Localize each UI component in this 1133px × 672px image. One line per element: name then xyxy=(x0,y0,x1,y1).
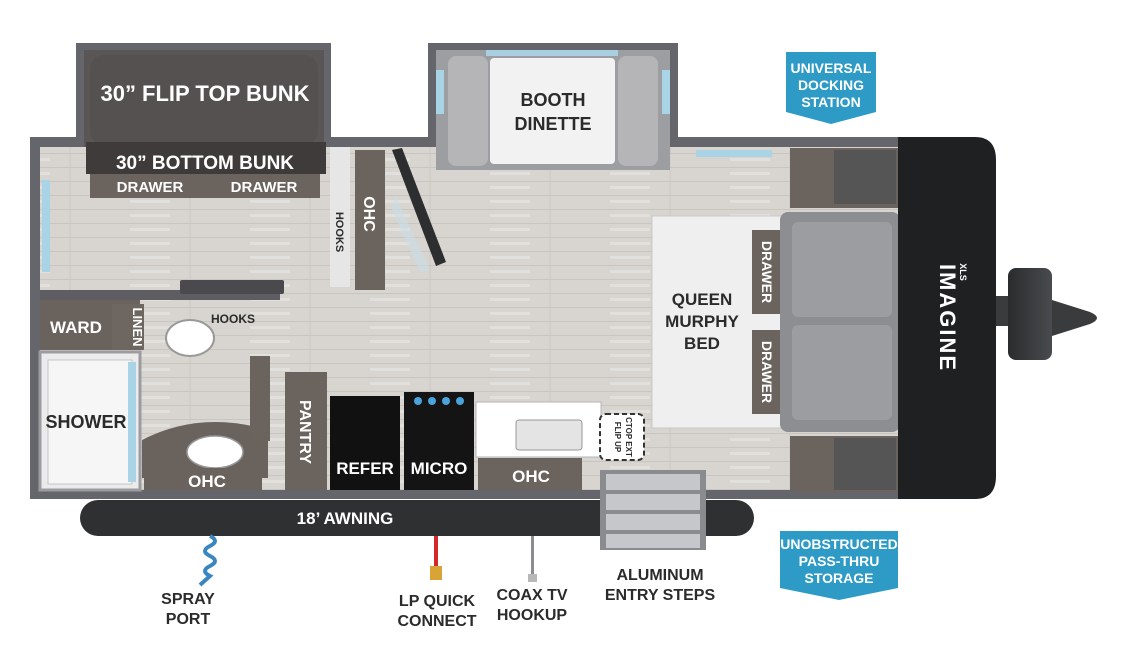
bunk-drawer-right-label: DRAWER xyxy=(231,179,298,196)
flip-top-bunk-label: 30” FLIP TOP BUNK xyxy=(100,81,309,106)
docking-callout-line-3: STATION xyxy=(801,94,860,110)
queen-bed-label-2: MURPHY xyxy=(665,312,739,331)
lp-label-2: CONNECT xyxy=(397,613,476,630)
lp-label-1: LP QUICK xyxy=(399,593,476,610)
pantry-label: PANTRY xyxy=(296,400,313,464)
bunk-drawer-left-label: DRAWER xyxy=(117,179,184,196)
docking-callout-line-1: UNIVERSAL xyxy=(791,60,872,76)
storage-callout-line-1: UNOBSTRUCTED xyxy=(780,536,897,552)
hooks-bath-label: HOOKS xyxy=(211,312,255,326)
storage-callout xyxy=(780,531,898,600)
awning xyxy=(80,500,754,536)
shower-label: SHOWER xyxy=(46,412,127,432)
linen-label: LINEN xyxy=(130,308,145,347)
bottom-bunk-label: 30” BOTTOM BUNK xyxy=(116,153,294,174)
docking-callout-line-2: DOCKING xyxy=(798,77,864,93)
awning-label: 18’ AWNING xyxy=(297,509,394,528)
lp-line xyxy=(434,536,438,570)
entry-steps-label-2: ENTRY STEPS xyxy=(605,587,716,604)
ward-label: WARD xyxy=(50,318,102,337)
spray-port-label-2: PORT xyxy=(166,611,211,628)
spray-port-label-1: SPRAY xyxy=(161,591,215,608)
ohc-bath-label: OHC xyxy=(188,472,226,491)
entry-steps xyxy=(600,470,706,550)
ohc-kitchen-label: OHC xyxy=(512,467,550,486)
bed-drawer-bottom-label: DRAWER xyxy=(759,341,775,403)
coax-line xyxy=(531,536,534,576)
spray-port-hose xyxy=(198,534,217,587)
booth-dinette-label-1: BOOTH xyxy=(521,90,586,110)
flip-up-label-2: CTOP EXT xyxy=(624,417,633,457)
storage-callout-line-2: PASS-THRU xyxy=(799,553,880,569)
brand-logo: IMAGINE xyxy=(935,264,960,372)
coax-label-2: HOOKUP xyxy=(497,607,568,624)
bed-drawer-top-label: DRAWER xyxy=(759,241,775,303)
ohc-top-label: OHC xyxy=(360,196,377,232)
booth-dinette-label-2: DINETTE xyxy=(514,114,591,134)
front-cap xyxy=(898,137,996,499)
flip-up-label-1: FLIP UP xyxy=(613,422,622,453)
coax-label-1: COAX TV xyxy=(496,587,567,604)
queen-bed-label-1: QUEEN xyxy=(672,290,732,309)
queen-bed-label-3: BED xyxy=(684,334,720,353)
brand-sub-logo: XLS xyxy=(958,263,968,281)
storage-callout-line-3: STORAGE xyxy=(805,570,874,586)
docking-callout xyxy=(786,52,876,124)
entry-steps-label-1: ALUMINUM xyxy=(616,567,703,584)
hooks-wall-label: HOOKS xyxy=(333,212,345,252)
micro-label: MICRO xyxy=(411,459,468,478)
refer-label: REFER xyxy=(336,459,394,478)
